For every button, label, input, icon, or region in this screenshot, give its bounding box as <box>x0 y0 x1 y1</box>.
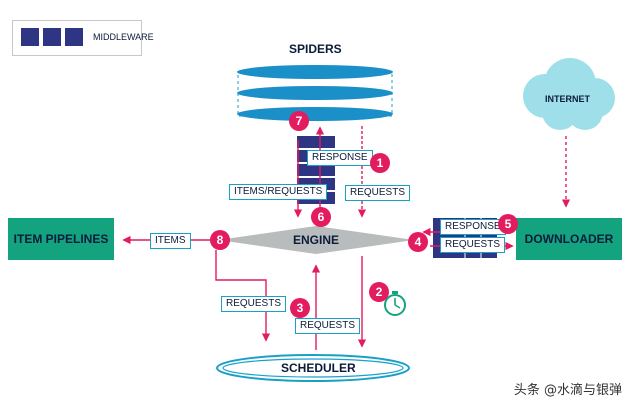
legend-swatch <box>21 28 39 46</box>
legend-swatch <box>65 28 83 46</box>
engine-shape <box>218 226 414 254</box>
legend-swatch <box>43 28 61 46</box>
internet-title: INTERNET <box>545 94 590 104</box>
item-pipelines-node: ITEM PIPELINES <box>8 218 114 260</box>
engine-title: ENGINE <box>293 233 340 247</box>
step-8-badge: 8 <box>210 230 230 250</box>
internet-cloud <box>523 58 615 130</box>
edge-label-response-spider: RESPONSE <box>307 150 373 166</box>
spiders-title: SPIDERS <box>289 42 342 56</box>
legend-label: MIDDLEWARE <box>93 32 154 42</box>
edge-label-response-dl: RESPONSE <box>440 219 506 235</box>
step-2-badge: 2 <box>369 282 389 302</box>
watermark: 头条 @水滴与银弹 <box>513 383 622 398</box>
spiders-stack <box>237 65 393 121</box>
clock-icon <box>384 291 406 316</box>
scheduler-shape <box>216 354 410 382</box>
edge-label-requests-1: REQUESTS <box>345 185 411 201</box>
step-3-badge: 3 <box>290 298 310 318</box>
edge-label-requests-8: REQUESTS <box>221 296 287 312</box>
edge-label-items-requests: ITEMS/REQUESTS <box>229 184 328 200</box>
step-4-badge: 4 <box>408 232 428 252</box>
step-5-badge: 5 <box>498 214 518 234</box>
scheduler-title: SCHEDULER <box>281 361 356 375</box>
downloader-node: DOWNLOADER <box>516 218 622 260</box>
step-7-badge: 7 <box>289 111 309 131</box>
edge-label-items: ITEMS <box>150 233 191 249</box>
step-1-badge: 1 <box>370 153 390 173</box>
edge-label-requests-3: REQUESTS <box>295 318 361 334</box>
step-6-badge: 6 <box>311 207 331 227</box>
edge-label-requests-dl: REQUESTS <box>440 237 506 253</box>
legend: MIDDLEWARE <box>12 20 154 56</box>
